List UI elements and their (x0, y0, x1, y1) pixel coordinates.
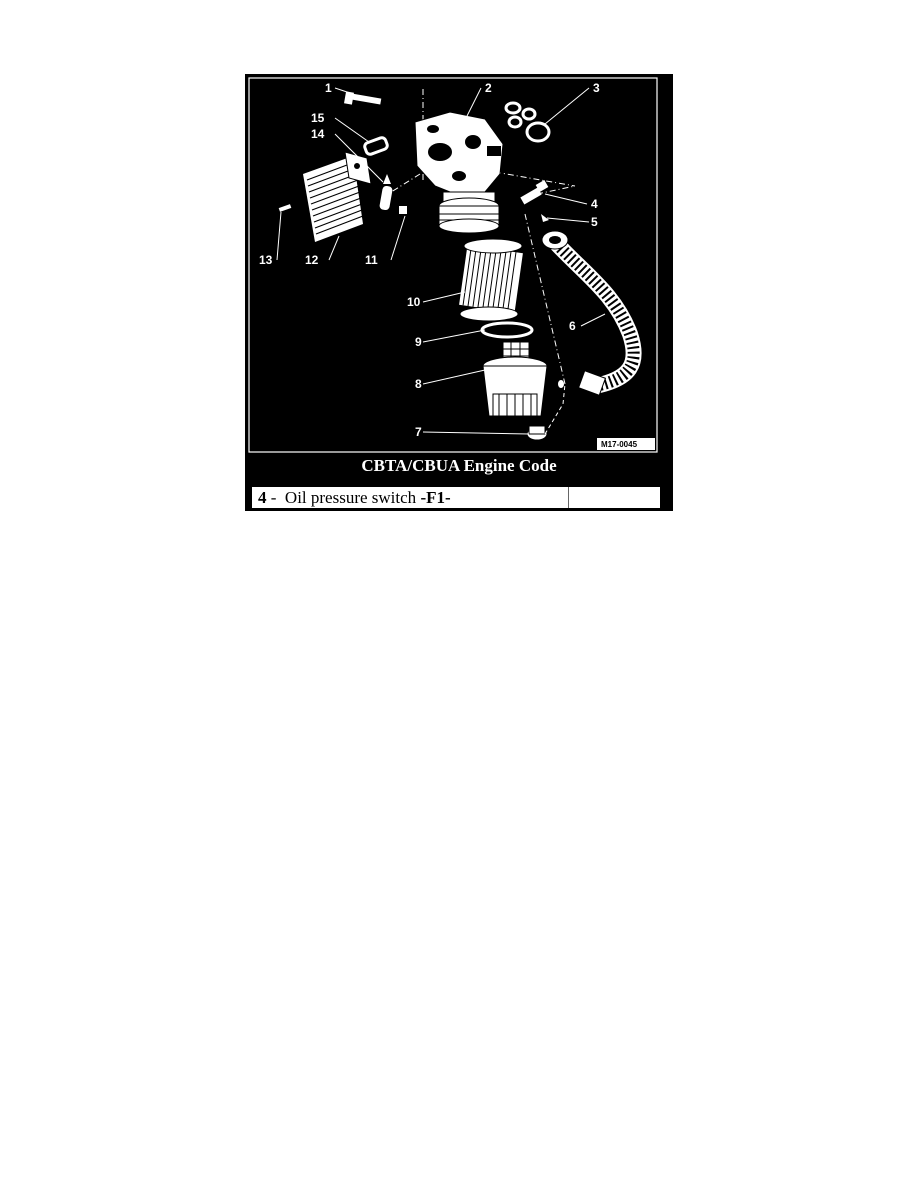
part-2-filter-housing (414, 111, 504, 234)
part-1-bolt (344, 91, 382, 105)
callout-3: 3 (593, 81, 600, 95)
legend-part-code: -F1- (420, 488, 451, 507)
callout-9: 9 (415, 335, 422, 349)
callout-5: 5 (591, 215, 598, 229)
legend-separator: - (266, 488, 285, 507)
part-14-15-seals (363, 136, 393, 211)
part-13-bolt (278, 204, 292, 212)
callout-10: 10 (407, 295, 421, 309)
part-8-filter-cap (482, 356, 548, 417)
legend-item-number: 4 (258, 488, 267, 507)
diagram-figure: 1 2 3 4 5 6 7 8 9 10 11 12 13 14 15 M17-… (245, 74, 673, 511)
legend-divider (568, 487, 569, 508)
part-12-oil-cooler (303, 151, 372, 242)
part-7-drain-plug (526, 380, 566, 441)
callout-15: 15 (311, 111, 325, 125)
callout-6: 6 (569, 319, 576, 333)
callout-1: 1 (325, 81, 332, 95)
reference-code: M17-0045 (601, 440, 638, 449)
legend-box: 4 - Oil pressure switch -F1- (251, 486, 661, 509)
callout-2: 2 (485, 81, 492, 95)
reference-code-tag (597, 438, 655, 450)
callout-13: 13 (259, 253, 273, 267)
callout-12: 12 (305, 253, 319, 267)
part-6-hose (541, 230, 642, 396)
part-5-seal (541, 214, 549, 222)
engine-code-caption: CBTA/CBUA Engine Code (361, 456, 557, 475)
oil-filter-exploded-diagram: 1 2 3 4 5 6 7 8 9 10 11 12 13 14 15 M17-… (248, 77, 658, 453)
part-9-o-ring (480, 321, 534, 339)
legend-description: Oil pressure switch (284, 488, 421, 507)
callout-14: 14 (311, 127, 325, 141)
callout-11: 11 (365, 253, 378, 267)
part-11-seal (399, 206, 407, 214)
part-10-filter-element (459, 238, 523, 322)
diagram-frame (248, 77, 658, 453)
callout-leader-lines (276, 87, 606, 435)
callout-7: 7 (415, 425, 422, 439)
part-4-oil-pressure-switch (520, 180, 549, 205)
callout-4: 4 (591, 197, 598, 211)
part-3-seals (504, 101, 551, 143)
callout-8: 8 (415, 377, 422, 391)
